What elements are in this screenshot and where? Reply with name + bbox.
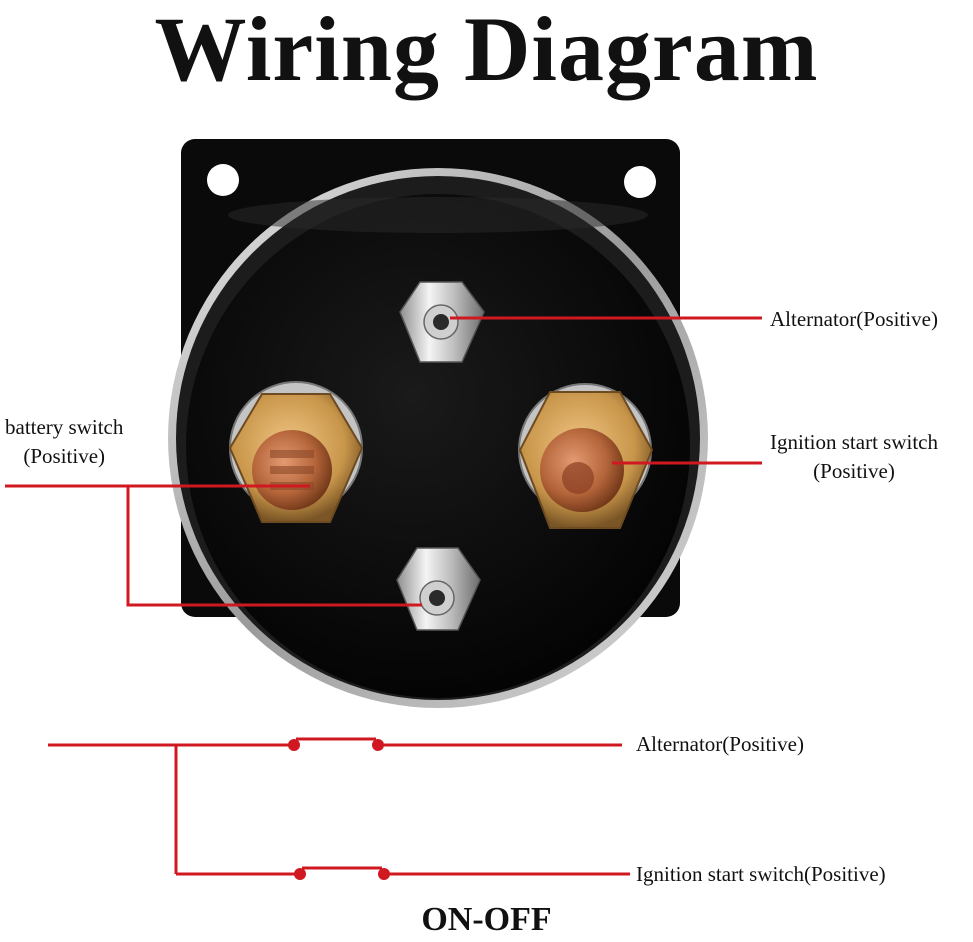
leader-wires bbox=[5, 316, 762, 607]
battery-main-terminal bbox=[228, 381, 364, 523]
label-ignition: Ignition start switch (Positive) bbox=[770, 428, 938, 486]
battery-small-terminal bbox=[396, 547, 481, 631]
label-ignition-line1: Ignition start switch bbox=[770, 430, 938, 454]
switch-housing bbox=[168, 168, 708, 708]
mounting-hole-left bbox=[207, 164, 239, 196]
label-switch-alternator: Alternator(Positive) bbox=[636, 732, 804, 756]
label-battery-line1: battery switch bbox=[5, 415, 124, 439]
label-switch-ignition: Ignition start switch(Positive) bbox=[636, 862, 886, 886]
switch-schematic bbox=[48, 737, 630, 876]
label-battery-line2: (Positive) bbox=[23, 444, 106, 468]
switch-contacts bbox=[288, 739, 390, 880]
mounting-hole-right bbox=[624, 166, 656, 198]
wire-battery-branch bbox=[126, 486, 422, 607]
label-battery: battery switch (Positive) bbox=[5, 413, 123, 471]
contact-dot bbox=[378, 868, 390, 880]
alternator-terminal bbox=[399, 281, 485, 363]
diagram-title: Wiring Diagram bbox=[154, 0, 819, 100]
contact-dot bbox=[288, 739, 300, 751]
on-off-caption: ON-OFF bbox=[421, 901, 552, 938]
contact-dot bbox=[372, 739, 384, 751]
label-alternator: Alternator(Positive) bbox=[770, 307, 938, 331]
ignition-terminal bbox=[518, 383, 654, 529]
contact-dot bbox=[294, 868, 306, 880]
label-ignition-line2: (Positive) bbox=[813, 459, 895, 483]
